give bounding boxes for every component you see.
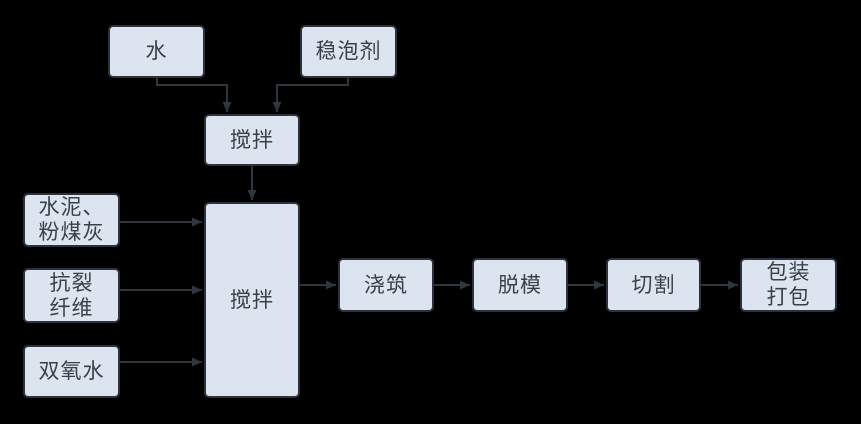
node-mixing-1-label: 搅拌 [230, 127, 274, 152]
node-water: 水 [108, 25, 205, 78]
node-demolding-label: 脱模 [498, 272, 542, 297]
node-foam-stabilizer-label: 稳泡剂 [315, 39, 382, 63]
node-hydrogen-peroxide: 双氧水 [23, 345, 120, 398]
node-cutting: 切割 [606, 258, 701, 312]
node-mixing-2-label: 搅拌 [230, 287, 274, 312]
node-packing: 包装 打包 [740, 258, 837, 312]
node-cement-flyash-label: 水泥、 粉煤灰 [38, 195, 105, 244]
node-foam-stabilizer: 稳泡剂 [300, 25, 397, 78]
node-hydrogen-peroxide-label: 双氧水 [38, 359, 105, 383]
node-cement-flyash: 水泥、 粉煤灰 [23, 193, 120, 247]
arrow-stabilizer-to-mix1 [272, 78, 349, 112]
node-demolding: 脱模 [472, 258, 568, 312]
node-mixing-2: 搅拌 [204, 202, 300, 398]
node-anticrack-fiber-label: 抗裂 纤维 [49, 270, 94, 320]
node-pouring-label: 浇筑 [364, 272, 408, 297]
node-pouring: 浇筑 [338, 258, 434, 312]
arrow-water-to-mix1 [156, 78, 232, 112]
node-cutting-label: 切割 [631, 272, 676, 297]
node-anticrack-fiber: 抗裂 纤维 [23, 268, 120, 323]
node-mixing-1: 搅拌 [204, 114, 300, 166]
node-packing-label: 包装 打包 [766, 260, 811, 309]
node-water-label: 水 [145, 39, 168, 63]
